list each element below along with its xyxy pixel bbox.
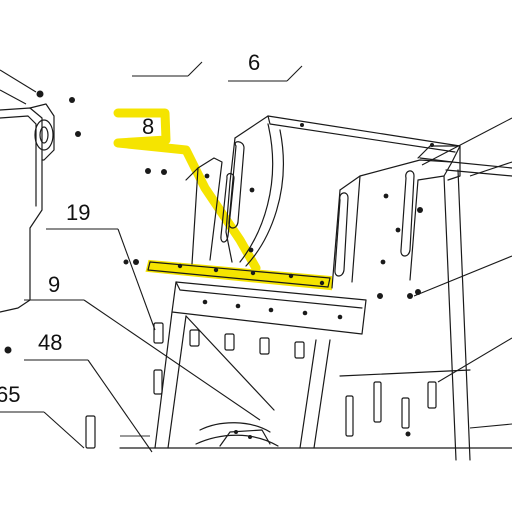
callout-19: 19 [66,200,90,225]
callout-6: 6 [248,50,260,75]
left-motor-assembly [0,69,81,354]
hopper-body [185,115,512,461]
top-callouts: 6 [132,50,303,82]
lower-frame [119,311,512,449]
callout-9: 9 [48,272,60,297]
callout-8: 8 [142,114,154,139]
loose-bolts [85,168,437,449]
right-leaders [413,117,512,429]
callout-65: 65 [0,382,20,407]
part-8-highlight-leader [113,108,261,273]
left-callouts: 8 19 9 48 65 [0,114,261,453]
callout-48: 48 [38,330,62,355]
lower-flange-plate [171,281,367,359]
part-8-cross-rail [147,261,331,288]
